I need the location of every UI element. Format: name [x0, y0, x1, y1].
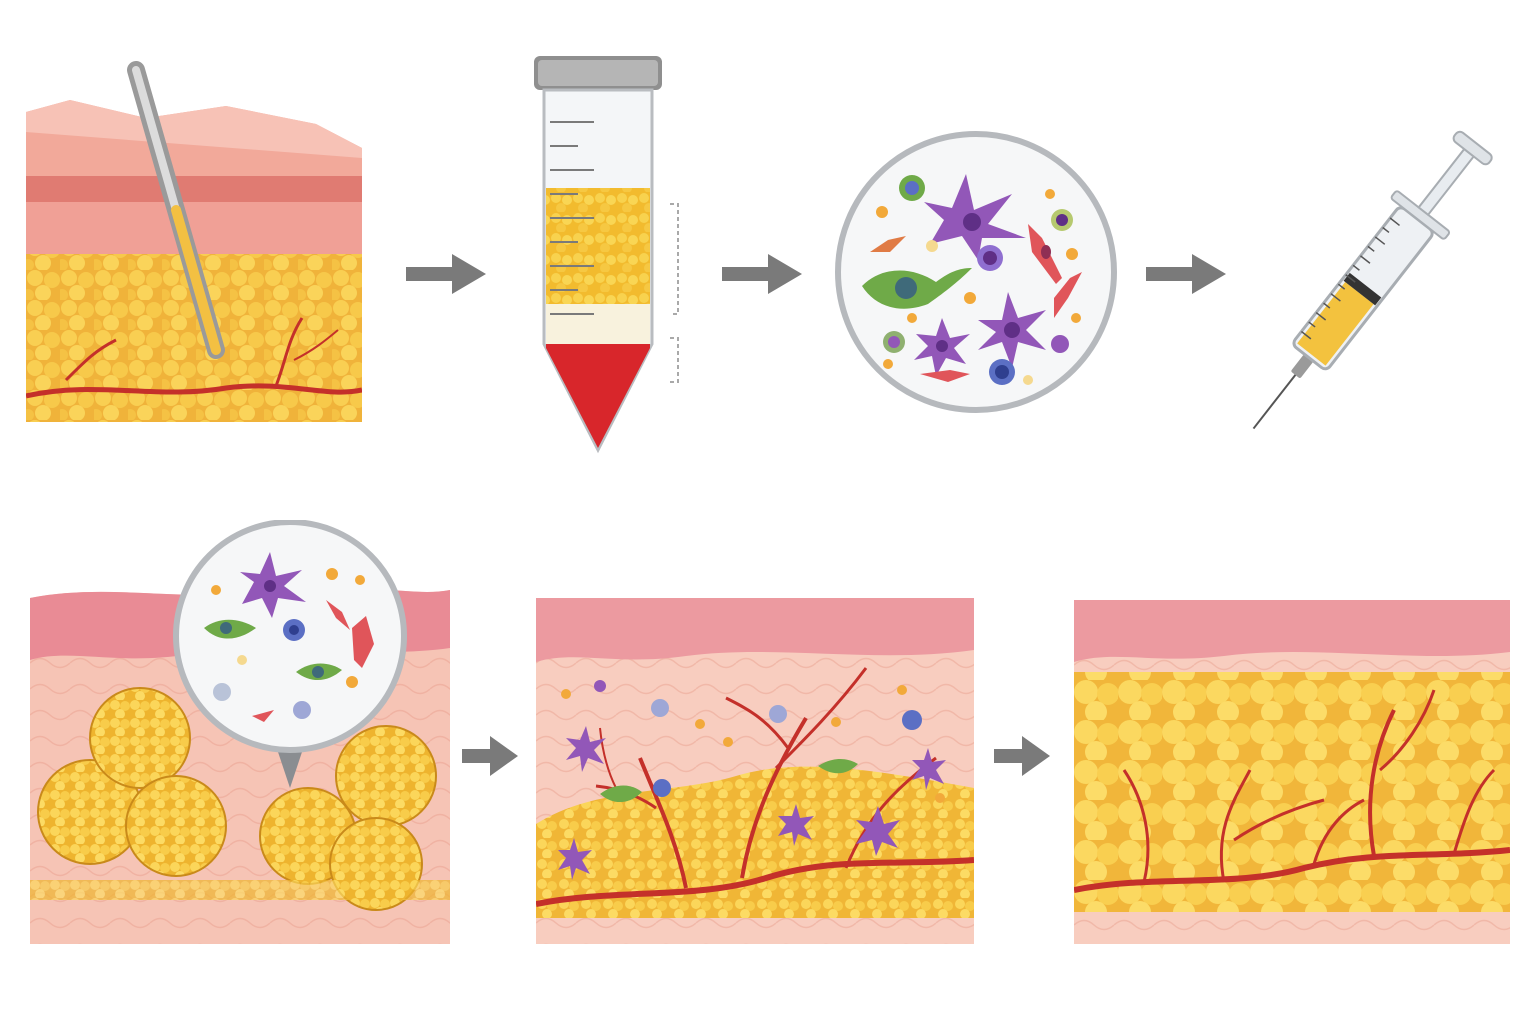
- revascularization-panel: [536, 598, 974, 944]
- stromal-cells-panel: [832, 128, 1120, 416]
- integrated-tissue-panel: [1074, 600, 1510, 944]
- stellate-cell-icon: [924, 174, 1026, 260]
- arrow-right-icon: [994, 734, 1050, 783]
- graft-panel: [30, 520, 450, 944]
- centrifuge-tube-panel: [528, 52, 688, 456]
- harvest-panel: [26, 60, 362, 424]
- arrow-right-icon: [1146, 252, 1226, 301]
- syringe-panel: [1218, 92, 1518, 472]
- arrow-right-icon: [722, 252, 802, 301]
- arrow-right-icon: [462, 734, 518, 783]
- arrow-right-icon: [406, 252, 486, 301]
